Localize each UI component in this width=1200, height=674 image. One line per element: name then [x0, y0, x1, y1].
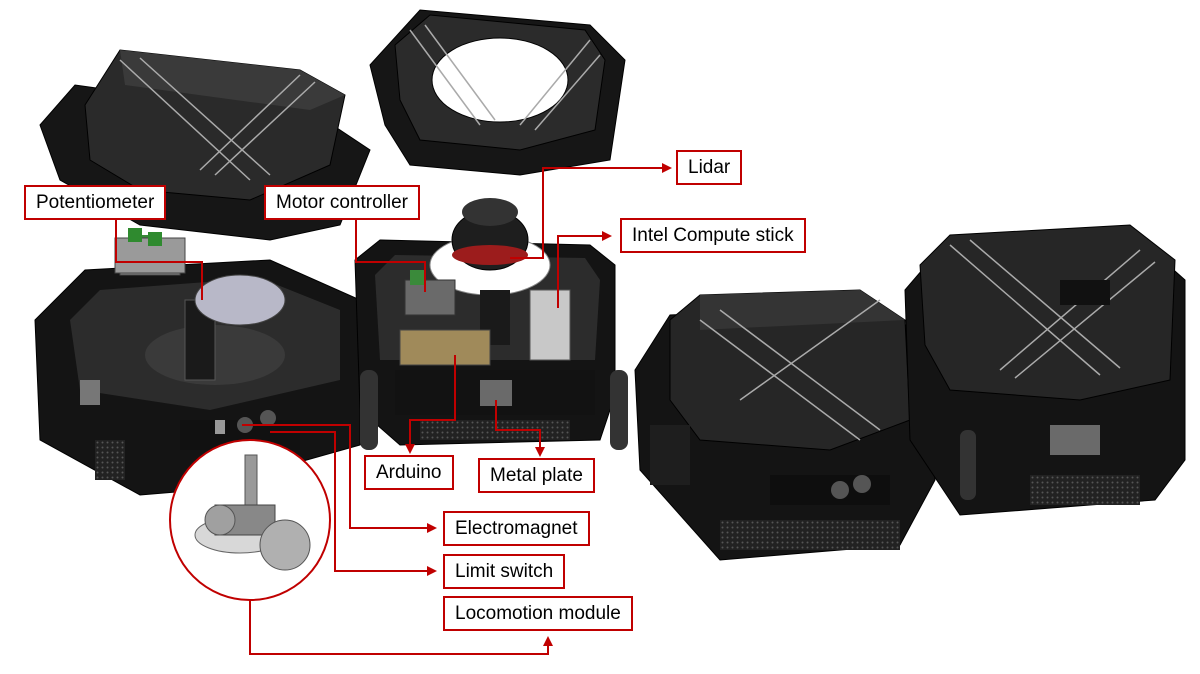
leader-intel	[557, 231, 612, 308]
label-lidar: Lidar	[676, 150, 743, 185]
label-locomotion-module: Locomotion module	[443, 596, 633, 631]
label-motor-controller: Motor controller	[264, 185, 420, 220]
locomotion-inset	[169, 439, 331, 601]
label-metal-plate: Metal plate	[478, 458, 595, 493]
leader-arduino	[405, 355, 456, 454]
module-right-2	[904, 224, 1186, 516]
leader-metal-plate	[495, 400, 545, 457]
leader-lidar	[510, 163, 672, 259]
label-intel-compute-stick: Intel Compute stick	[620, 218, 806, 253]
potentiometer-board	[114, 228, 186, 274]
leader-locomotion	[249, 600, 553, 655]
leader-electromagnet	[242, 424, 437, 533]
label-arduino: Arduino	[364, 455, 454, 490]
leader-potentiometer	[115, 220, 203, 300]
module-left-open	[34, 235, 361, 496]
module-right-1	[634, 289, 936, 561]
leader-motor-controller	[355, 220, 426, 292]
label-limit-switch: Limit switch	[443, 554, 566, 589]
label-potentiometer: Potentiometer	[24, 185, 167, 220]
module-center-open	[354, 198, 628, 450]
leader-lines	[115, 163, 672, 655]
label-electromagnet: Electromagnet	[443, 511, 590, 546]
lid-center	[369, 9, 626, 176]
leader-limit-switch	[270, 431, 437, 576]
